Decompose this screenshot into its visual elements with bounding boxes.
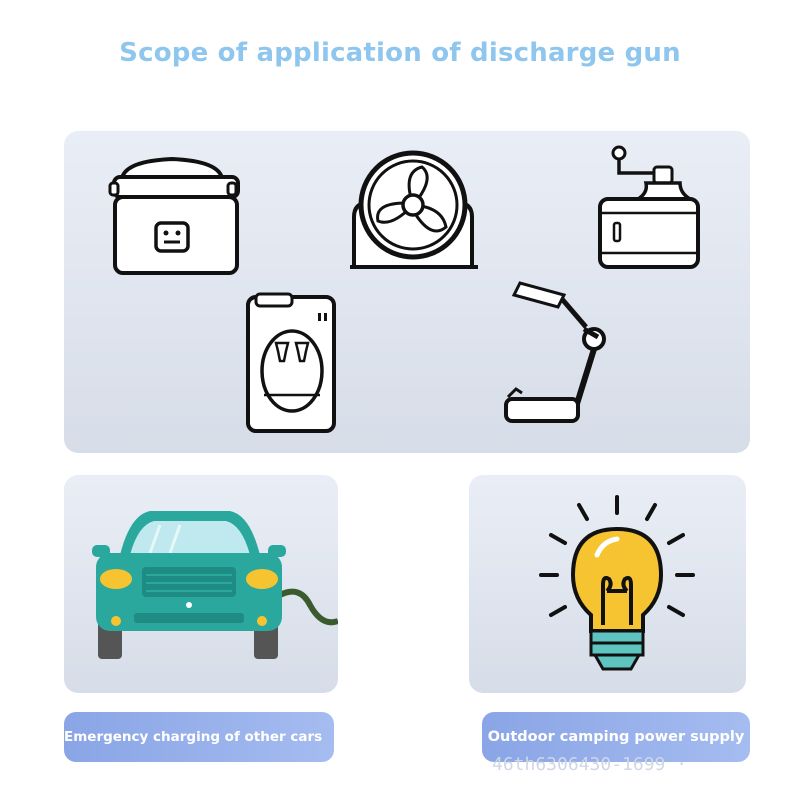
desk-lamp-icon <box>504 281 606 423</box>
light-bulb-icon <box>539 495 695 671</box>
rice-cooker-icon <box>108 156 240 275</box>
page-title: Scope of application of discharge gun <box>119 38 681 68</box>
car-icon <box>92 511 338 659</box>
car-panel <box>64 475 338 693</box>
coffee-grinder-icon <box>598 145 700 269</box>
bulb-panel <box>469 475 746 693</box>
desk-fan-icon <box>350 150 478 269</box>
water-dispenser-icon <box>246 292 336 433</box>
faded-watermark-text: 46th6306430-1699 · <box>492 754 688 775</box>
caption-emergency-charging: Emergency charging of other cars <box>64 712 334 762</box>
appliances-panel <box>64 131 750 453</box>
caption-camping-power: Outdoor camping power supply <box>482 712 750 762</box>
